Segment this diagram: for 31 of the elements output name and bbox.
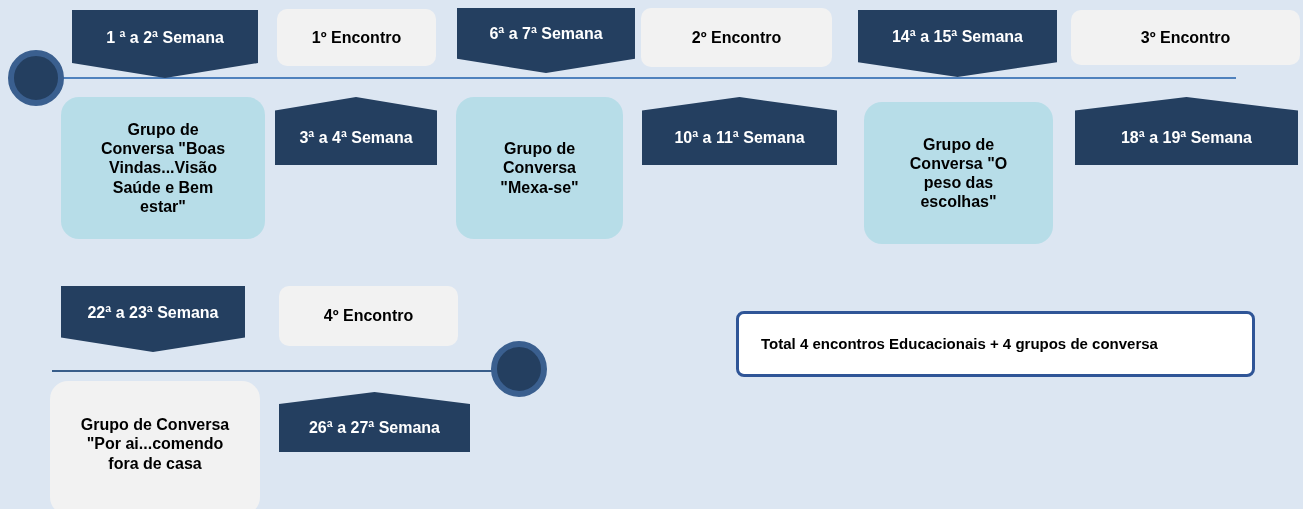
box-text: Total 4 encontros Educacionais + 4 grupos de conversa — [761, 335, 1158, 353]
week-label: 18ª a 19ª Semana — [1120, 128, 1252, 148]
box-text: 1º Encontro — [311, 27, 402, 48]
box-text: Grupo de Conversa "Por ai...comendo fora de casa — [80, 415, 230, 473]
box-text: 2º Encontro — [691, 27, 782, 48]
week-banner — [275, 97, 437, 165]
conversation-group-box — [61, 97, 265, 239]
week-banner — [1075, 97, 1298, 165]
week-label: 6ª a 7ª Semana — [489, 24, 603, 44]
timeline-dot — [8, 50, 64, 106]
week-label: 22ª a 23ª Semana — [87, 302, 219, 322]
box-text: Grupo de Conversa "O peso das escolhas" — [908, 134, 1009, 212]
box-text: Grupo de Conversa "Mexa-se" — [499, 139, 580, 197]
week-label: 10ª a 11ª Semana — [674, 128, 805, 148]
week-label: 3ª a 4ª Semana — [299, 128, 413, 148]
week-banner — [72, 10, 258, 78]
conversation-group-box — [864, 102, 1053, 244]
week-label: 1 ª a 2ª Semana — [106, 27, 224, 47]
week-label: 14ª a 15ª Semana — [891, 27, 1023, 47]
week-banner — [858, 10, 1057, 77]
week-banner — [279, 392, 470, 452]
summary-box — [736, 311, 1255, 377]
timeline-dot — [491, 341, 547, 397]
week-banner — [457, 8, 635, 73]
box-text: 3º Encontro — [1140, 27, 1231, 48]
box-text: 4º Encontro — [323, 306, 414, 326]
week-banner — [642, 97, 837, 165]
box-text: Grupo de Conversa "Boas Vindas...Visão Saúde e Bem estar" — [99, 120, 227, 216]
week-banner — [61, 286, 245, 352]
week-label: 26ª a 27ª Semana — [308, 418, 440, 438]
conversation-group-box — [456, 97, 623, 239]
